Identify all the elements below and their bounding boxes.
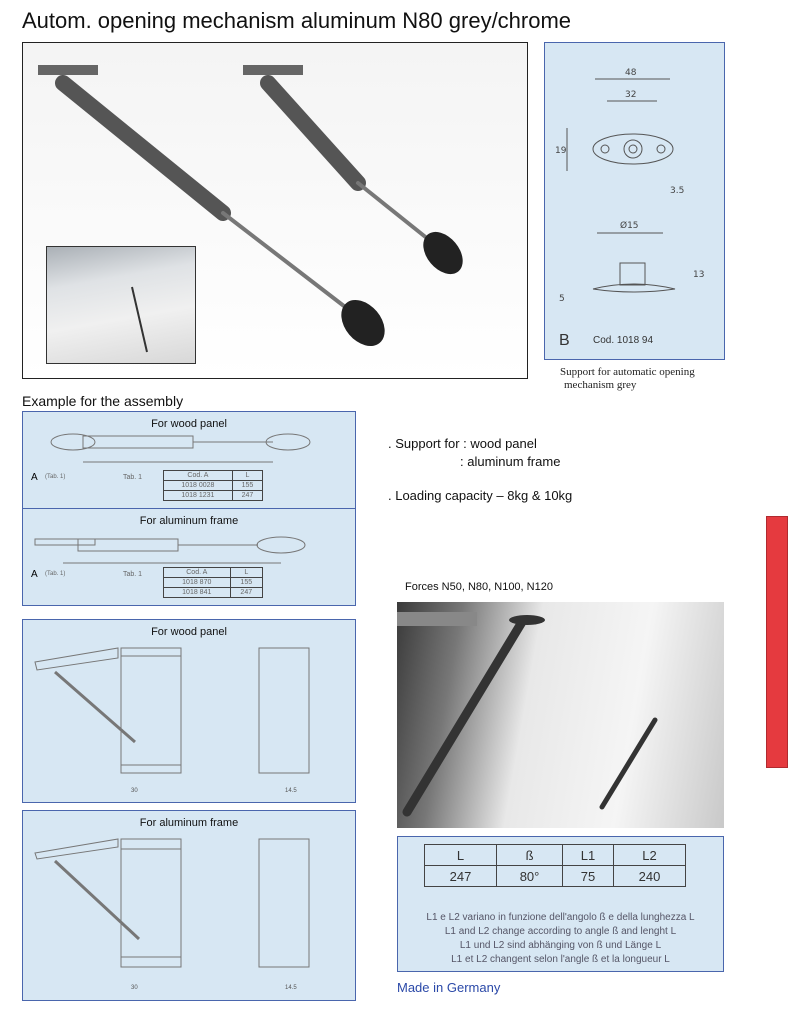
tab-ref: (Tab. 1) xyxy=(45,571,66,577)
note-italian: L1 e L2 variano in funzione dell'angolo … xyxy=(426,912,695,923)
loading-capacity: . Loading capacity – 8kg & 10kg xyxy=(388,488,573,503)
panel-title: For wood panel xyxy=(151,418,227,430)
drawing-label: A xyxy=(31,472,38,483)
cell: 247 xyxy=(229,587,264,598)
cell: 155 xyxy=(229,577,264,588)
dim-15: Ø15 xyxy=(620,220,639,231)
aluminum-frame-mounting-drawing: For aluminum frame 30 14.5 xyxy=(22,810,356,1001)
dim-13: 13 xyxy=(693,270,704,280)
drawing-label: A xyxy=(31,569,38,580)
value-cell: 247 xyxy=(424,865,497,887)
note-english: L1 and L2 change according to angle ß an… xyxy=(444,926,677,937)
aluminum-frame-drawing: For aluminum frame A (Tab. 1) Tab. 1 Cod… xyxy=(22,508,356,606)
note-french: L1 et L2 changent selon l'angle ß et la … xyxy=(451,954,670,965)
cell: L xyxy=(231,470,264,481)
cell: 155 xyxy=(231,480,264,491)
installation-photo xyxy=(397,602,724,828)
dim-30: 30 xyxy=(131,985,138,991)
dim-14-5: 14.5 xyxy=(285,788,297,794)
dim-32: 32 xyxy=(625,90,636,100)
dim-5: 5 xyxy=(559,294,565,304)
accent-bar xyxy=(766,516,788,768)
header-cell: ß xyxy=(495,844,564,866)
assembly-heading: Example for the assembly xyxy=(22,393,184,409)
caption-line: Support for automatic opening xyxy=(560,366,695,378)
cell: Cod. A xyxy=(163,470,233,481)
cell: L xyxy=(229,567,264,578)
dim-30: 30 xyxy=(131,788,138,794)
caption-line: mechanism grey xyxy=(564,379,637,391)
support-code: Cod. 1018 94 xyxy=(593,335,653,346)
tab-label: Tab. 1 xyxy=(123,474,143,481)
gas-strut-illustration xyxy=(38,65,463,347)
tab-label: Tab. 1 xyxy=(123,571,143,578)
cell: 1018 841 xyxy=(163,587,231,598)
cell: 1018 870 xyxy=(163,577,231,588)
dim-3-5: 3.5 xyxy=(670,186,684,196)
support-label: . Support for : xyxy=(388,436,467,451)
made-in-label: Made in Germany xyxy=(397,980,501,995)
support-feature: . Support for : wood panel xyxy=(388,436,537,451)
wood-panel-mounting-drawing: For wood panel 30 14.5 xyxy=(22,619,356,803)
page-title: Autom. opening mechanism aluminum N80 gr… xyxy=(22,8,572,33)
value-cell: 75 xyxy=(562,865,614,887)
inset-photo xyxy=(46,246,196,364)
header-cell: L xyxy=(424,844,497,866)
support-drawing-panel: 48 32 19 3.5 Ø15 13 5 B Cod. 1018 94 xyxy=(544,42,725,360)
panel-title: For aluminum frame xyxy=(139,515,239,527)
panel-title: For aluminum frame xyxy=(139,817,239,829)
support-aluminum: : aluminum frame xyxy=(460,454,561,469)
support-wood: wood panel xyxy=(470,436,537,451)
cell: 1018 1231 xyxy=(163,490,233,501)
panel-title: For wood panel xyxy=(151,626,227,638)
cell: 1018 0028 xyxy=(163,480,233,491)
dim-48: 48 xyxy=(625,68,637,78)
value-cell: 80° xyxy=(495,865,564,887)
value-cell: 240 xyxy=(612,865,687,887)
header-cell: L1 xyxy=(562,844,614,866)
forces-label: Forces N50, N80, N100, N120 xyxy=(405,581,553,593)
dim-19: 19 xyxy=(555,146,567,156)
support-caption: Support for automatic opening mechanism … xyxy=(560,366,695,392)
header-cell: L2 xyxy=(612,844,687,866)
support-letter: B xyxy=(559,332,570,349)
cell: Cod. A xyxy=(163,567,231,578)
dim-14-5: 14.5 xyxy=(285,985,297,991)
note-german: L1 und L2 sind abhänging von ß und Länge… xyxy=(459,940,662,951)
cell: 247 xyxy=(231,490,264,501)
tab-ref: (Tab. 1) xyxy=(45,474,66,480)
spec-notes: L1 e L2 variano in funzione dell'angolo … xyxy=(398,911,723,967)
support-technical-drawing: 48 32 19 3.5 Ø15 13 5 B Cod. 1018 94 xyxy=(555,68,704,349)
